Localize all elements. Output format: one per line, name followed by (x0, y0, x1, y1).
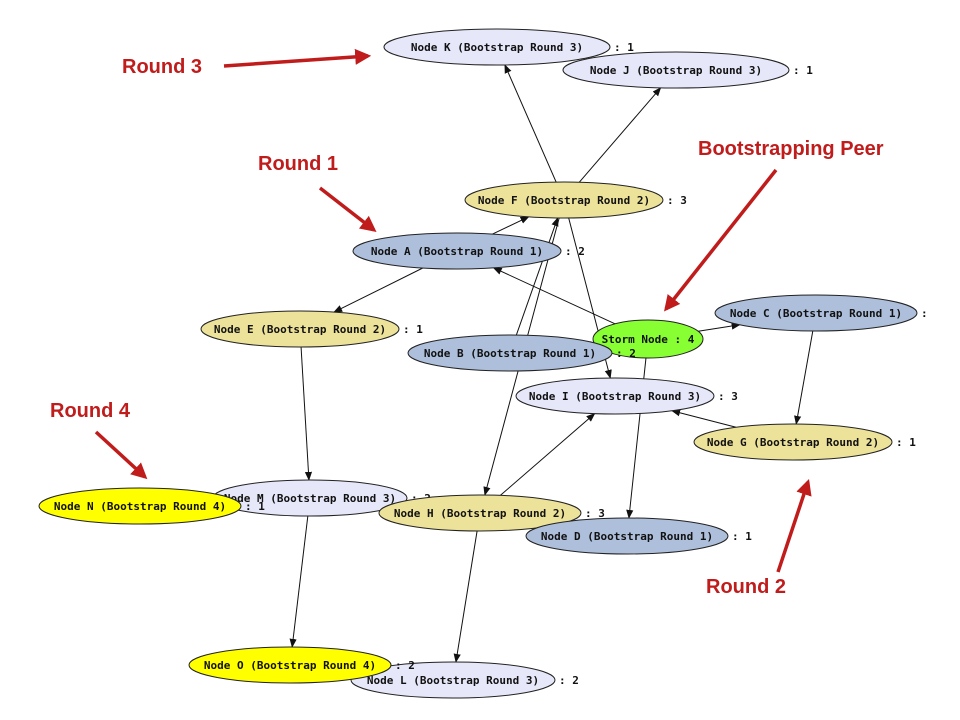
annotation-round4: Round 4 (50, 400, 130, 422)
node-k-shape (383, 28, 611, 66)
node-s-label: Storm Node : 4 (602, 333, 695, 346)
annotation-bootstrapping: Bootstrapping Peer (698, 138, 884, 160)
edge-a-to-f (492, 216, 530, 235)
edge-h-to-i (500, 413, 596, 496)
node-l[interactable]: Node L (Bootstrap Round 3) : 2 (350, 661, 579, 699)
node-i-degree: : 3 (718, 390, 738, 403)
node-f[interactable]: Node F (Bootstrap Round 2) : 3 (464, 181, 687, 219)
node-c-label: Node C (Bootstrap Round 1) (730, 307, 902, 320)
node-m[interactable]: Node M (Bootstrap Round 3): 2 (212, 479, 431, 517)
node-a[interactable]: Node A (Bootstrap Round 1) : 2 (352, 232, 585, 270)
edge-h-to-l (453, 530, 478, 663)
node-j[interactable]: Node J (Bootstrap Round 3) : 1 (562, 51, 813, 89)
node-b[interactable]: Node B (Bootstrap Round 1) : 2 (407, 334, 636, 372)
node-j-label: Node J (Bootstrap Round 3) (590, 64, 762, 77)
node-c-degree: : (921, 307, 928, 320)
node-h-degree: : 3 (585, 507, 605, 520)
edge-s-to-c (698, 322, 741, 332)
node-m-label: Node M (Bootstrap Round 3) (224, 492, 396, 505)
node-k-degree: : 1 (614, 41, 634, 54)
edge-e-to-m (300, 346, 313, 481)
node-e-degree: : 1 (403, 323, 423, 336)
node-l-label: Node L (Bootstrap Round 3) (367, 674, 539, 687)
node-e[interactable]: Node E (Bootstrap Round 2) : 1 (200, 310, 423, 348)
annotation-arrow-round2 (776, 478, 812, 573)
node-h[interactable]: Node H (Bootstrap Round 2) : 3 (378, 494, 605, 532)
node-l-shape (350, 661, 556, 699)
node-a-degree: : 2 (565, 245, 585, 258)
node-j-shape (562, 51, 790, 89)
node-h-label: Node H (Bootstrap Round 2) (394, 507, 566, 520)
node-d-degree: : 1 (732, 530, 752, 543)
edge-s-to-a (492, 267, 616, 325)
node-l-degree: : 2 (559, 674, 579, 687)
node-e-shape (200, 310, 400, 348)
node-c[interactable]: Node C (Bootstrap Round 1): (714, 294, 928, 332)
node-a-shape (352, 232, 562, 270)
annotation-arrow-bootstrapping (664, 168, 778, 312)
node-f-label: Node F (Bootstrap Round 2) (478, 194, 650, 207)
node-k-label: Node K (Bootstrap Round 3) (411, 41, 583, 54)
node-j-degree: : 1 (793, 64, 813, 77)
node-d-label: Node D (Bootstrap Round 1) (541, 530, 713, 543)
node-d-shape (525, 517, 729, 555)
node-d[interactable]: Node D (Bootstrap Round 1) : 1 (525, 517, 752, 555)
annotation-round2: Round 2 (706, 576, 786, 598)
node-o-label: Node O (Bootstrap Round 4) (204, 659, 376, 672)
node-o-degree: : 2 (395, 659, 415, 672)
node-f-degree: : 3 (667, 194, 687, 207)
node-i-shape (515, 377, 715, 415)
node-o-shape (188, 646, 392, 684)
edge-c-to-g (794, 330, 814, 425)
node-b-degree: : 2 (616, 347, 636, 360)
node-i[interactable]: Node I (Bootstrap Round 3) : 3 (515, 377, 738, 415)
edge-f-to-k (504, 64, 557, 183)
node-g-degree: : 1 (896, 436, 916, 449)
edge-g-to-i (671, 409, 737, 428)
edge-m-to-o (289, 515, 309, 648)
node-i-label: Node I (Bootstrap Round 3) (529, 390, 701, 403)
node-n-label: Node N (Bootstrap Round 4) (54, 500, 226, 513)
node-n[interactable]: Node N (Bootstrap Round 4) : 1 (38, 487, 265, 525)
node-b-label: Node B (Bootstrap Round 1) (424, 347, 596, 360)
node-n-shape (38, 487, 242, 525)
edge-f-to-j (578, 87, 662, 183)
node-g-label: Node G (Bootstrap Round 2) (707, 436, 879, 449)
node-o[interactable]: Node O (Bootstrap Round 4) : 2 (188, 646, 415, 684)
annotation-round3: Round 3 (122, 56, 202, 78)
annotation-arrows (94, 48, 812, 573)
edge-b-to-f (515, 217, 559, 336)
node-e-label: Node E (Bootstrap Round 2) (214, 323, 386, 336)
node-c-shape (714, 294, 918, 332)
edge-a-to-e (333, 267, 424, 313)
node-a-label: Node A (Bootstrap Round 1) (371, 245, 543, 258)
annotation-arrow-round3 (223, 48, 372, 68)
node-s[interactable]: Storm Node : 4 (592, 319, 704, 359)
node-g[interactable]: Node G (Bootstrap Round 2) : 1 (693, 423, 916, 461)
node-b-shape (407, 334, 613, 372)
annotation-round1: Round 1 (258, 153, 338, 175)
node-n-degree: : 1 (245, 500, 265, 513)
node-s-shape (592, 319, 704, 359)
annotation-arrow-round1 (318, 186, 377, 232)
annotation-arrow-round4 (94, 430, 148, 480)
node-k[interactable]: Node K (Bootstrap Round 3) : 1 (383, 28, 634, 66)
node-f-shape (464, 181, 664, 219)
node-g-shape (693, 423, 893, 461)
node-h-shape (378, 494, 582, 532)
